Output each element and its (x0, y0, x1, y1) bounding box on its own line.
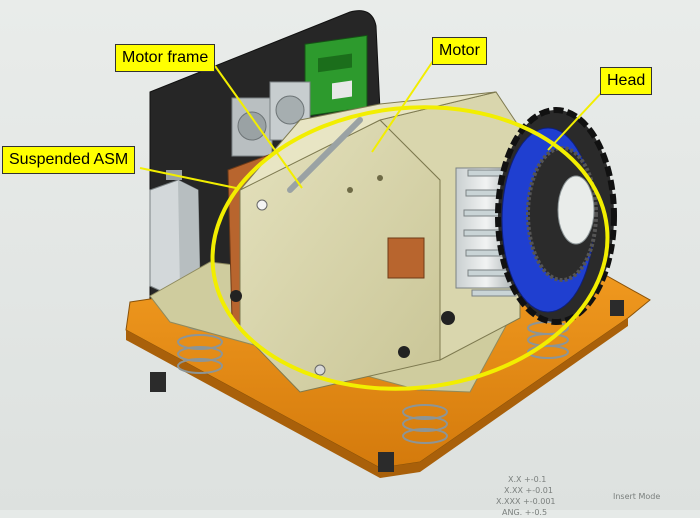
spring-icon (527, 321, 569, 359)
fan-icon (237, 111, 267, 141)
foot-icon (610, 300, 624, 316)
foot-icon (378, 452, 394, 472)
suspended-asm-box-side (178, 180, 200, 292)
tolerance-line: X.X +-0.1 (508, 475, 547, 484)
tolerance-block: X.X +-0.1 X.XX +-0.01 X.XXX +-0.001 ANG.… (496, 474, 556, 518)
foot-icon (150, 372, 166, 392)
callout-motor-frame: Motor frame (115, 44, 216, 72)
pcb-connector (318, 53, 352, 73)
leader-lines (139, 57, 605, 189)
callout-head: Head (600, 67, 653, 95)
hole (347, 187, 353, 193)
tolerance-line: ANG. +-0.5 (502, 508, 548, 517)
tolerance-line: X.XXX +-0.001 (496, 497, 556, 506)
screw-icon (256, 199, 268, 211)
screw-icon (230, 290, 242, 302)
callout-suspended-asm: Suspended ASM (2, 146, 136, 174)
pcb-chip (332, 80, 352, 100)
hole (377, 175, 383, 181)
callout-motor: Motor (432, 37, 487, 65)
spring-icon (402, 404, 448, 444)
spring-icon (177, 334, 223, 374)
support-rod (287, 117, 363, 193)
head-center-bore (557, 175, 595, 245)
screw-icon (398, 346, 410, 358)
highlight-ellipse (210, 105, 610, 391)
motor-frame-cutout (387, 237, 425, 279)
tolerance-line: X.XX +-0.01 (504, 486, 553, 495)
hole (314, 364, 326, 376)
pcb-board (304, 34, 368, 117)
screw-icon (441, 311, 455, 325)
fan-icon (275, 95, 305, 125)
status-mode: Insert Mode (613, 492, 661, 501)
